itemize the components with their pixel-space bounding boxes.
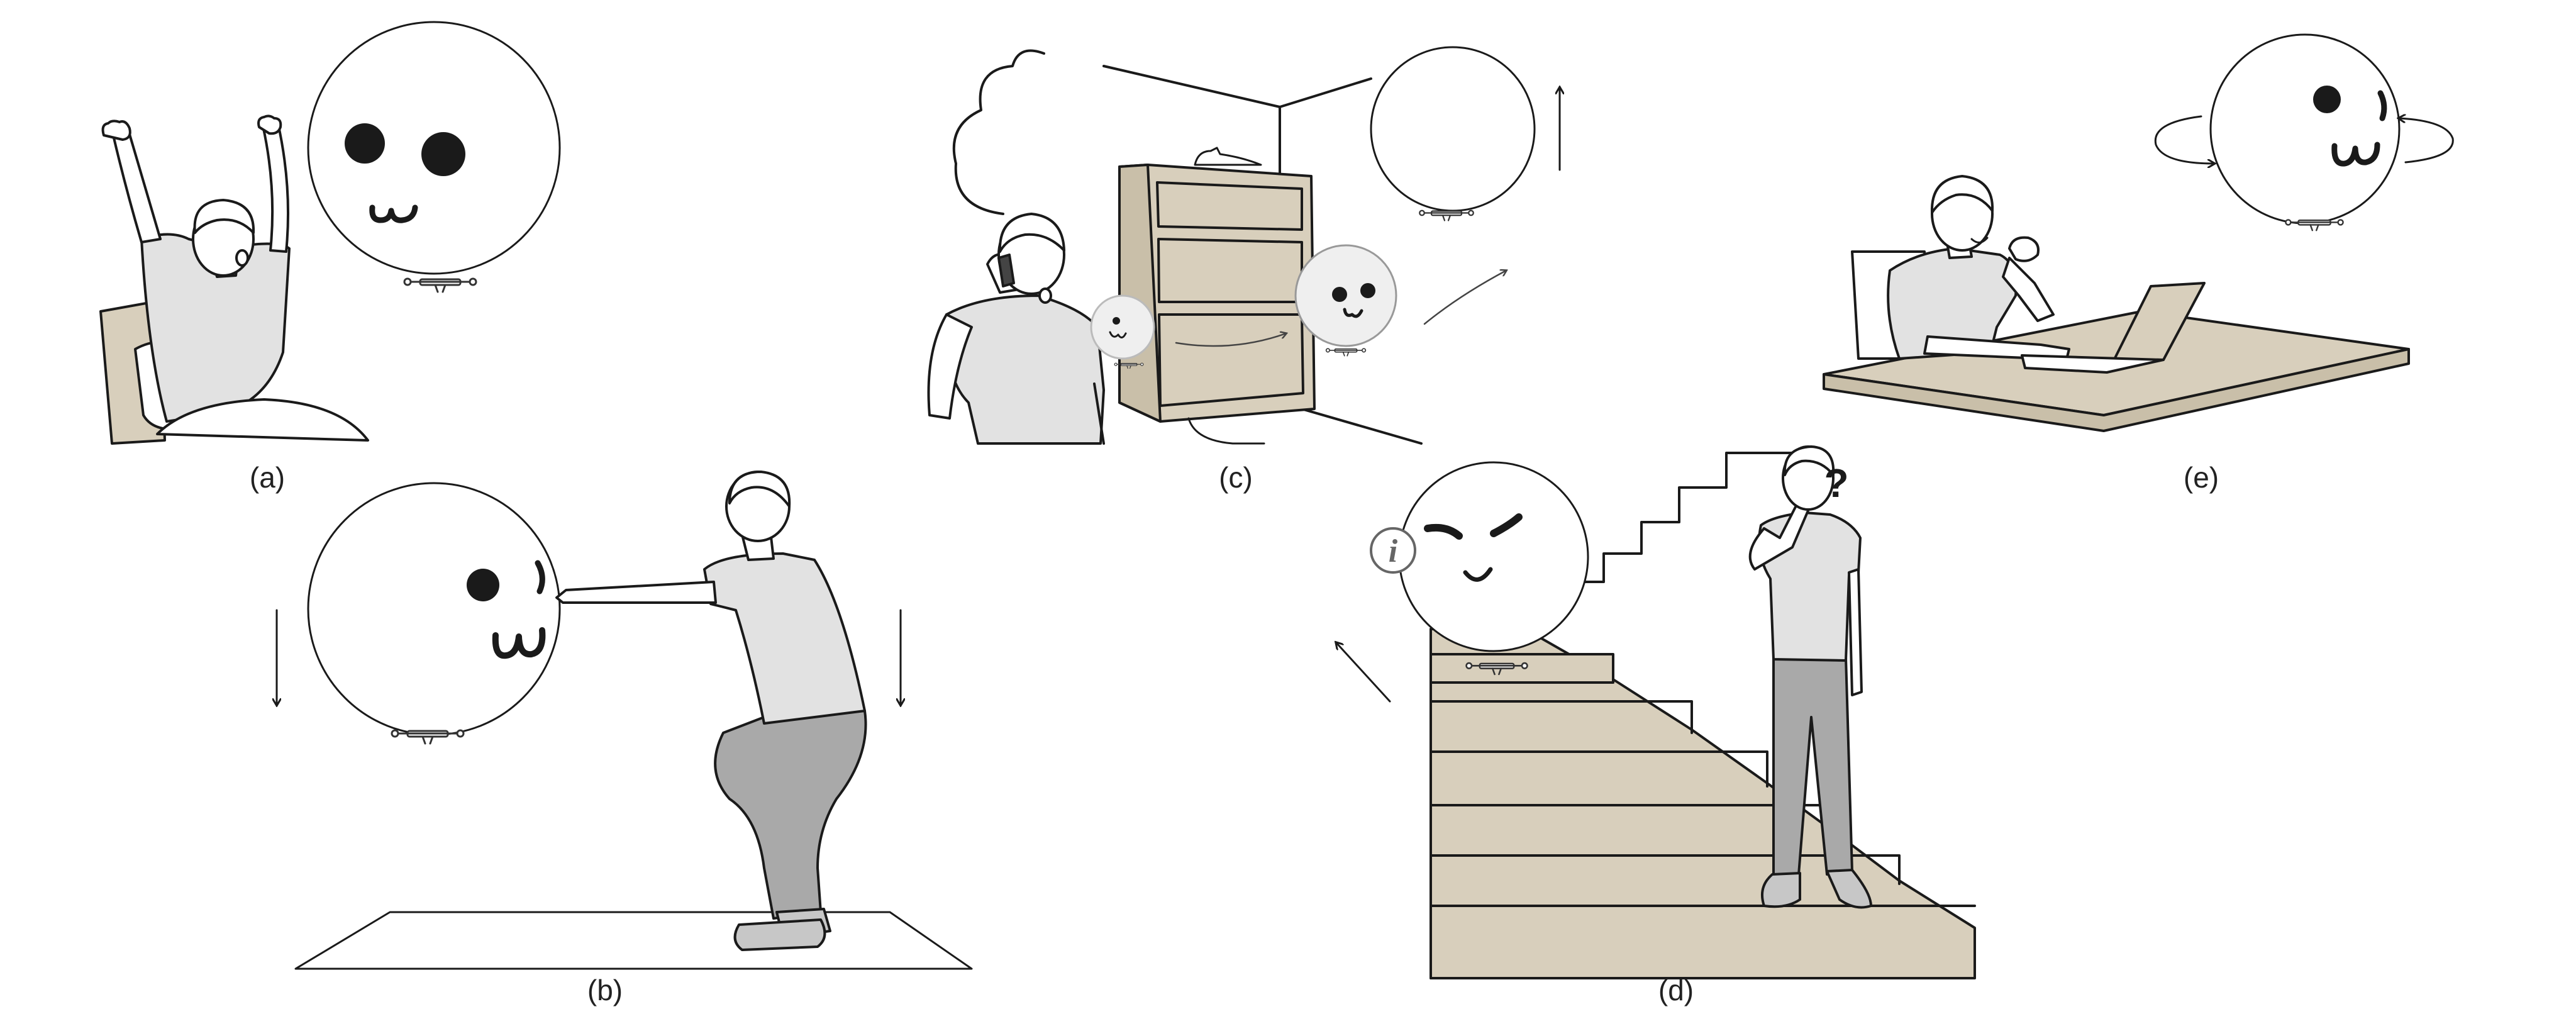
balloon-eye-right bbox=[1360, 283, 1375, 298]
fist-right bbox=[257, 114, 282, 135]
person-mouth bbox=[1038, 287, 1052, 304]
balloon-mouth bbox=[369, 204, 418, 223]
shoe-left bbox=[1761, 872, 1801, 908]
balloon-drone-icon bbox=[1370, 46, 1536, 212]
motion-arrow-icon bbox=[1423, 270, 1506, 325]
drone-icon bbox=[403, 277, 477, 293]
speech-bubble bbox=[952, 49, 1045, 215]
laptop-base bbox=[2021, 354, 2165, 374]
person-arm-right bbox=[262, 122, 289, 253]
stair-step bbox=[1430, 653, 1614, 684]
balloon-eye bbox=[1113, 317, 1120, 325]
balloon-eye-left bbox=[1332, 287, 1347, 302]
person-hair bbox=[728, 471, 791, 508]
drone-icon bbox=[1418, 209, 1475, 221]
stair-outline bbox=[1555, 452, 1813, 583]
balloon-mouth bbox=[2331, 142, 2380, 167]
stair-step bbox=[1430, 750, 1768, 788]
balloon-eye-left bbox=[345, 123, 385, 164]
phone bbox=[997, 254, 1015, 287]
balloon-mouth bbox=[1343, 308, 1363, 318]
wall-edge bbox=[1102, 65, 1281, 108]
fist bbox=[2008, 236, 2040, 262]
person-hair bbox=[1783, 445, 1835, 476]
balloon-drone-icon bbox=[2209, 33, 2401, 225]
shoe-front bbox=[733, 918, 826, 951]
person-arm-fist bbox=[2002, 257, 2055, 322]
panel-label-a: (a) bbox=[250, 461, 285, 494]
question-mark-icon: ? bbox=[1824, 460, 1848, 506]
motion-arrow-icon bbox=[1175, 333, 1286, 347]
motion-arrow-icon bbox=[1336, 643, 1391, 703]
person-hair bbox=[1930, 175, 1994, 214]
info-glyph: i bbox=[1389, 533, 1398, 569]
panel-c bbox=[927, 46, 1560, 445]
info-icon bbox=[1370, 527, 1416, 574]
shelf-2 bbox=[1157, 238, 1303, 303]
balloon-drone-icon bbox=[1090, 294, 1155, 360]
person-arm-down bbox=[1848, 568, 1863, 696]
person-arm bbox=[927, 313, 973, 420]
yawning-mouth bbox=[235, 249, 249, 267]
balloon-drone-icon bbox=[1398, 461, 1589, 652]
balloon-drone-icon bbox=[307, 482, 561, 736]
motion-arrow-icon bbox=[2154, 115, 2214, 164]
person-arms bbox=[555, 581, 717, 604]
balloon-eye bbox=[2313, 86, 2341, 113]
balloon-brow-left bbox=[1424, 523, 1463, 540]
panel-label-d: (d) bbox=[1658, 974, 1694, 1006]
person-smile bbox=[1970, 237, 1989, 243]
balloon-mouth bbox=[1109, 331, 1127, 338]
stair-step bbox=[1430, 700, 1693, 734]
balloon-mouth bbox=[1463, 567, 1493, 582]
balloon-eye-side bbox=[535, 560, 545, 594]
shelf-1 bbox=[1156, 181, 1303, 231]
cat bbox=[1194, 147, 1262, 166]
person-side bbox=[1093, 382, 1105, 445]
person-torso bbox=[703, 552, 866, 725]
balloon-eye-side bbox=[2377, 90, 2387, 121]
drone-icon bbox=[1325, 348, 1367, 357]
balloon-eye-right bbox=[421, 132, 465, 176]
wall-edge bbox=[1279, 77, 1372, 108]
person-torso bbox=[140, 233, 291, 423]
panel-e bbox=[1823, 33, 2454, 432]
panel-a bbox=[99, 21, 561, 445]
panel-label-c: (c) bbox=[1219, 461, 1253, 494]
cable bbox=[1187, 417, 1265, 445]
panel-label-b: (b) bbox=[587, 974, 623, 1006]
balloon-eye bbox=[467, 569, 499, 601]
shoe-right bbox=[1826, 869, 1872, 909]
stair-step bbox=[1430, 854, 1901, 885]
person-hair bbox=[193, 199, 255, 234]
person-arm-left bbox=[112, 131, 162, 243]
desk-edge bbox=[1823, 348, 2410, 432]
fist-left bbox=[101, 120, 131, 141]
panel-label-e: (e) bbox=[2184, 461, 2219, 494]
panel-d: i ? bbox=[1336, 445, 1976, 979]
exercise-mat bbox=[294, 911, 973, 970]
panel-b bbox=[277, 471, 973, 970]
blanket bbox=[156, 398, 369, 442]
motion-arrow-icon bbox=[2399, 118, 2454, 164]
person-pants bbox=[714, 710, 867, 920]
person-torso bbox=[945, 294, 1105, 445]
balloon-mouth bbox=[492, 627, 546, 659]
balloon-brow-right bbox=[1490, 513, 1523, 537]
person-hair bbox=[998, 213, 1065, 253]
shelf-3 bbox=[1158, 313, 1304, 407]
